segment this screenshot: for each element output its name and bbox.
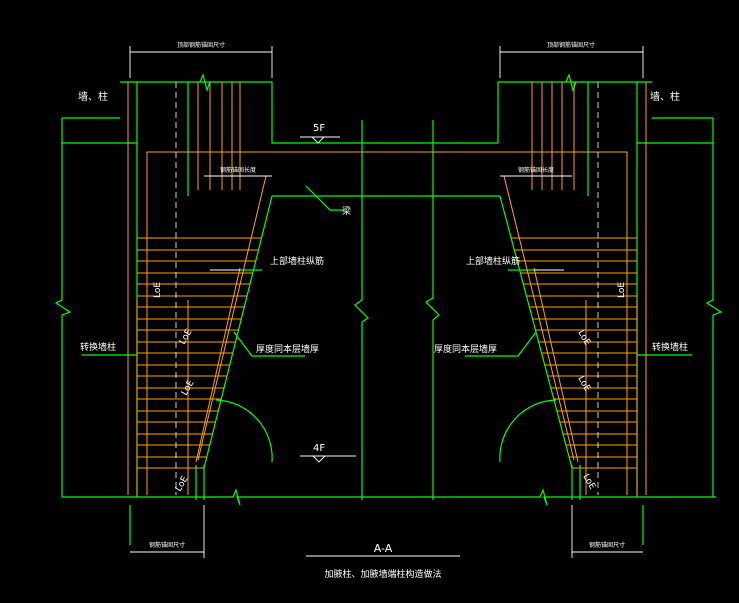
loe-left-vertical: LoE xyxy=(153,282,163,298)
dimension-lines xyxy=(129,46,644,558)
center-break-line-right xyxy=(425,120,440,500)
centerlines xyxy=(175,82,599,495)
right-sloped-bar-1 xyxy=(503,175,575,461)
left-top-break xyxy=(199,73,211,92)
thickness-leader-right xyxy=(465,331,537,357)
right-angle-arc xyxy=(499,399,557,463)
rebar-group xyxy=(127,82,647,495)
lower-col-right-label: 转换墙柱 xyxy=(652,341,688,353)
drawing-caption: 加腋柱、加腋墙端柱构造做法 xyxy=(324,568,441,580)
left-stirrups xyxy=(137,237,262,469)
level-5f-marker xyxy=(311,136,325,144)
top-dim-left-label: 顶部钢筋锚固尺寸 xyxy=(177,41,225,49)
section-name: A-A xyxy=(374,542,393,555)
top-dim-right-label: 顶部钢筋锚固尺寸 xyxy=(547,41,595,49)
thickness-right-label: 厚度同本层墙厚 xyxy=(434,343,497,355)
left-sloped-bar-1 xyxy=(197,175,267,461)
wall-col-left-label: 墙、柱 xyxy=(78,90,108,103)
upper-rebar-left-label: 上部墙柱纵筋 xyxy=(270,255,324,267)
top-profile-line xyxy=(120,81,652,144)
bottom-profile-line xyxy=(62,488,716,506)
thickness-left-label: 厚度同本层墙厚 xyxy=(256,343,319,355)
right-stirrups xyxy=(511,237,637,469)
bottom-dim-left-label: 钢筋锚固尺寸 xyxy=(149,541,185,549)
thickness-leader-left xyxy=(233,331,305,357)
level-upper-label: 5F xyxy=(313,123,325,134)
beam-leader xyxy=(305,185,345,211)
bottom-dim-right-label: 钢筋锚固尺寸 xyxy=(589,541,625,549)
upper-rebar-right-label: 上部墙柱纵筋 xyxy=(466,255,520,267)
left-haunch-line xyxy=(203,195,273,469)
inner-dim-right-label: 钢筋锚固长度 xyxy=(518,166,554,174)
left-outer-dim-line xyxy=(54,118,72,497)
beam-label: 梁 xyxy=(342,205,351,217)
loe-right-vertical: LoE xyxy=(617,282,627,298)
level-4f-marker xyxy=(312,455,326,463)
lower-col-left-label: 转换墙柱 xyxy=(80,341,116,353)
top-slab-rebar xyxy=(146,151,628,495)
left-angle-arc xyxy=(215,399,273,463)
wall-col-right-label: 墙、柱 xyxy=(650,90,680,103)
level-lower-label: 4F xyxy=(313,443,325,454)
inner-dim-left-label: 钢筋锚固长度 xyxy=(220,166,256,174)
center-break-line-left xyxy=(354,120,369,500)
right-outer-dim-line xyxy=(705,118,723,497)
